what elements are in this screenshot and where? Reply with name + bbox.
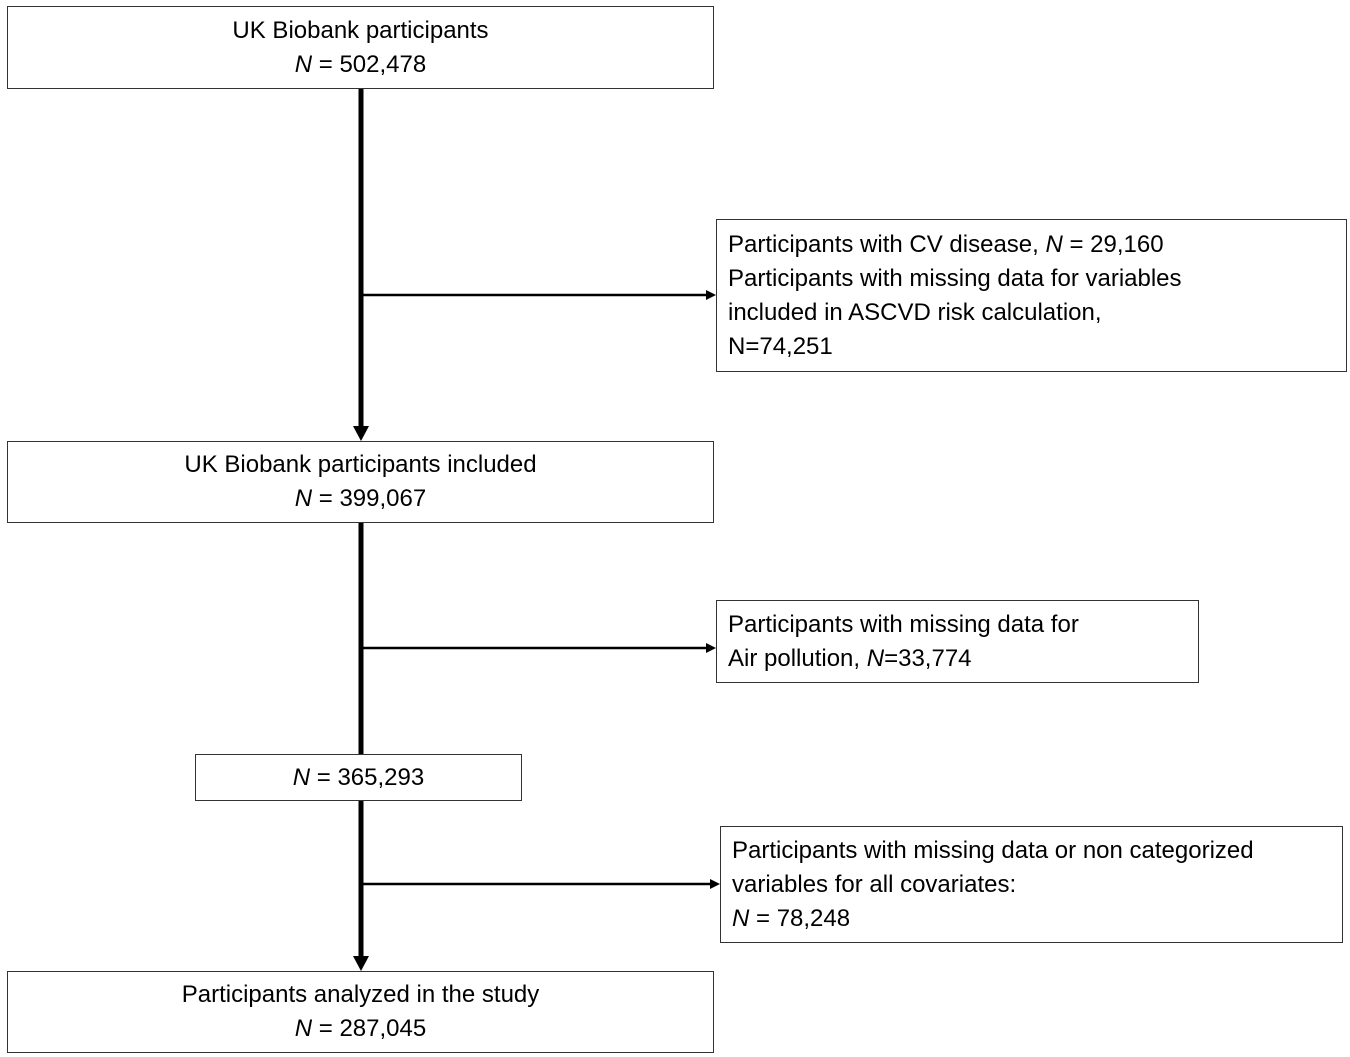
intermediate-box: N = 365,293 xyxy=(195,754,522,801)
final-count: N = 287,045 xyxy=(8,1012,713,1046)
exclusion-2-line-1: Participants with missing data for xyxy=(728,610,1079,638)
exclusion-2-n-label: N xyxy=(866,644,885,672)
exclusion-3-line-3: N = 78,248 xyxy=(732,902,1342,936)
exclusion-1-line-1: Participants with CV disease, N = 29,160 xyxy=(728,228,1346,262)
exclusion-box-3: Participants with missing data or non ca… xyxy=(720,826,1343,943)
exclusion-2-line-2: Air pollution, N=33,774 xyxy=(728,642,1198,676)
exclusion-3-n-label: N xyxy=(732,904,750,932)
main-arrowhead-3 xyxy=(353,956,369,971)
start-box: UK Biobank participants N = 502,478 xyxy=(7,6,714,89)
final-title: Participants analyzed in the study xyxy=(181,981,540,1008)
start-n-label: N xyxy=(294,50,313,78)
exclusion-box-1: Participants with CV disease, N = 29,160… xyxy=(716,219,1347,372)
intermediate-n-label: N xyxy=(292,763,311,791)
intermediate-count: N = 365,293 xyxy=(196,761,521,795)
included-n-value: = 399,067 xyxy=(312,485,427,512)
exclusion-3-n-value: = 78,248 xyxy=(749,904,851,932)
start-n-value: = 502,478 xyxy=(312,50,427,78)
included-count: N = 399,067 xyxy=(8,482,713,516)
branch-arrowhead-3 xyxy=(710,879,720,889)
branch-arrowhead-2 xyxy=(706,643,716,653)
exclusion-1-n-label: N xyxy=(1045,230,1063,258)
exclusion-1-line-4: N=74,251 xyxy=(728,332,833,360)
exclusion-2-n-value: =33,774 xyxy=(884,644,972,672)
exclusion-box-2: Participants with missing data for Air p… xyxy=(716,600,1199,683)
start-title: UK Biobank participants xyxy=(232,16,489,44)
included-title: UK Biobank participants included xyxy=(184,451,537,478)
exclusion-1-line-2: Participants with missing data for varia… xyxy=(728,264,1182,292)
final-n-label: N xyxy=(294,1015,313,1042)
exclusion-2-line-2-text: Air pollution, xyxy=(728,644,867,672)
included-box: UK Biobank participants included N = 399… xyxy=(7,441,714,523)
final-box: Participants analyzed in the study N = 2… xyxy=(7,971,714,1053)
branch-arrowhead-1 xyxy=(706,290,716,300)
intermediate-n-value: = 365,293 xyxy=(310,763,425,791)
exclusion-3-line-2: variables for all covariates: xyxy=(732,870,1017,898)
exclusion-1-n-value: = 29,160 xyxy=(1062,230,1164,258)
exclusion-3-line-1: Participants with missing data or non ca… xyxy=(732,836,1254,864)
main-arrowhead-1 xyxy=(353,426,369,441)
final-n-value: = 287,045 xyxy=(312,1015,427,1042)
exclusion-1-line-1-text: Participants with CV disease, xyxy=(728,230,1046,258)
included-n-label: N xyxy=(294,485,313,512)
start-count: N = 502,478 xyxy=(8,48,713,82)
exclusion-1-line-3: included in ASCVD risk calculation, xyxy=(728,298,1102,326)
